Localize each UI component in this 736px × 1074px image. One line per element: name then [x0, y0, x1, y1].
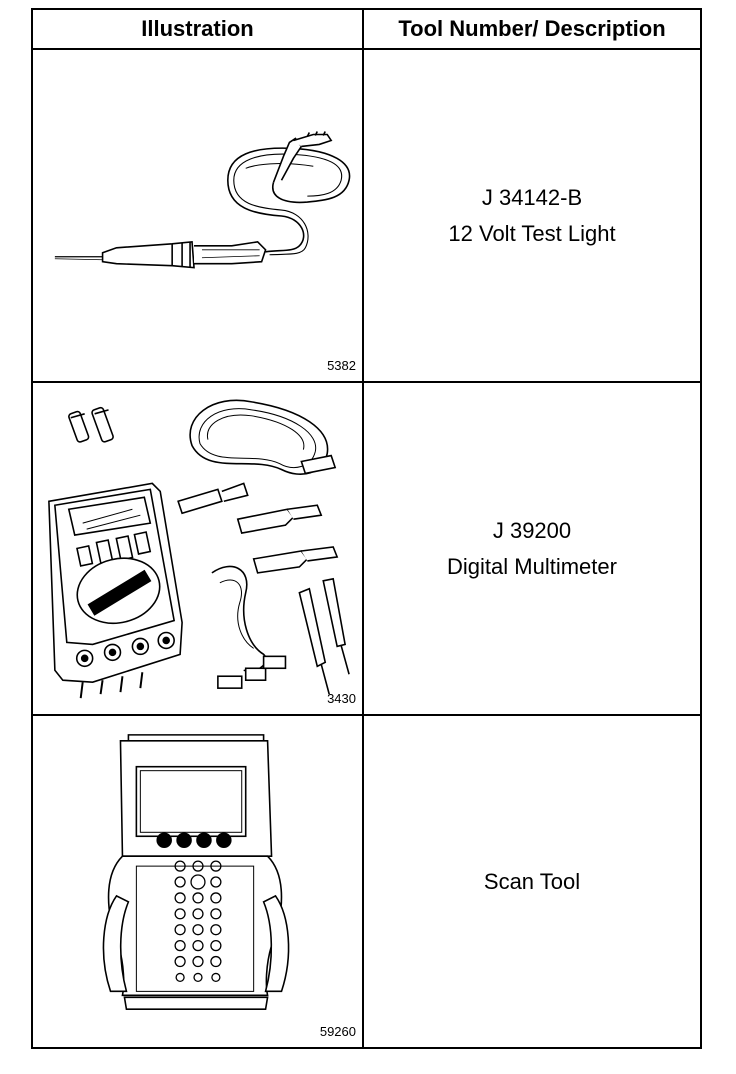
- column-header-illustration: Illustration: [31, 8, 364, 50]
- description-cell: J 39200 Digital Multimeter: [362, 381, 702, 716]
- figure-number: 5382: [327, 358, 356, 373]
- table-row: 3430 J 39200 Digital Multimeter: [31, 381, 702, 716]
- column-header-tool-description: Tool Number/ Description: [362, 8, 702, 50]
- table-row: 59260 Scan Tool: [31, 714, 702, 1049]
- description-cell: J 34142-B 12 Volt Test Light: [362, 48, 702, 383]
- digital-multimeter-illustration: [48, 399, 350, 699]
- illustration-cell: 59260: [31, 714, 364, 1049]
- table-row: 5382 J 34142-B 12 Volt Test Light: [31, 48, 702, 383]
- figure-number: 3430: [327, 691, 356, 706]
- tool-number: J 39200: [492, 517, 572, 543]
- tools-table: Illustration Tool Number/ Description: [31, 8, 702, 1049]
- figure-number: 59260: [319, 1024, 356, 1039]
- tool-description: Scan Tool: [483, 868, 581, 894]
- tool-number: J 34142-B: [481, 184, 583, 210]
- test-light-illustration: [54, 131, 351, 269]
- table-header-row: Illustration Tool Number/ Description: [31, 8, 702, 50]
- scan-tool-illustration: [102, 734, 290, 1011]
- tool-description: 12 Volt Test Light: [448, 220, 616, 246]
- illustration-cell: 5382: [31, 48, 364, 383]
- description-cell: Scan Tool: [362, 714, 702, 1049]
- illustration-cell: 3430: [31, 381, 364, 716]
- fuse-icon: [68, 406, 114, 443]
- tool-description: Digital Multimeter: [447, 553, 617, 579]
